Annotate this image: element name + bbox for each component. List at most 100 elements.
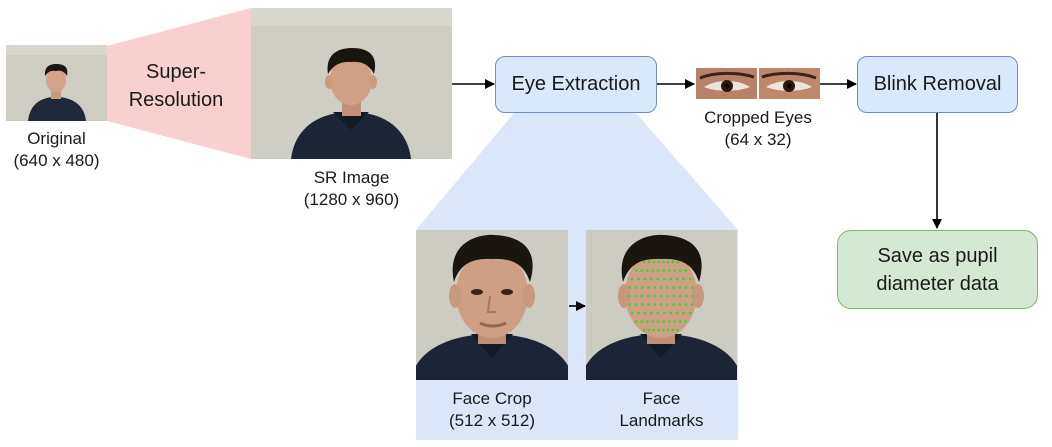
landmark-point [637,277,640,281]
landmark-point [652,260,656,264]
eye-extraction-box: Eye Extraction [495,56,657,113]
landmark-point [672,303,675,306]
landmark-point [684,269,687,272]
landmark-point [628,303,631,306]
landmark-point [666,328,670,332]
landmark-point [646,320,649,323]
landmark-point [676,328,680,332]
original-caption-title: Original [27,129,86,148]
landmark-point [650,311,653,315]
landmark-point [635,269,638,272]
face-crop-photo [416,230,568,380]
landmark-point [630,277,634,281]
landmark-point [666,260,670,264]
blink-removal-box: Blink Removal [857,56,1018,113]
landmark-point [678,320,682,323]
landmark-point [647,328,651,332]
landmark-point [657,260,660,264]
landmark-point [682,311,685,315]
landmark-point [640,294,644,298]
landmark-point [646,269,649,272]
save-pupil-data-line2: diameter data [876,272,999,295]
cropped-eyes-caption-title: Cropped Eyes [704,108,812,127]
landmark-point [653,303,656,306]
sr-image-caption-size: (1280 x 960) [303,190,400,209]
landmark-point [643,311,647,315]
landmark-point [643,277,647,281]
landmark-point [646,294,650,298]
landmark-point [653,286,656,289]
landmark-point [678,269,682,272]
super-resolution-line1: Super- [145,61,207,83]
landmark-point [650,277,653,281]
landmark-point [688,311,692,315]
landmark-point [640,303,644,306]
landmark-point [671,260,675,264]
landmark-point [662,277,666,281]
landmark-point [671,328,675,332]
landmark-point [684,320,687,323]
cropped-eyes-caption-size: (64 x 32) [724,130,792,149]
landmark-point [647,286,650,289]
landmark-point [684,303,688,306]
landmark-point [666,286,669,289]
landmark-point [635,320,638,323]
original-caption-size: (640 x 480) [13,151,100,170]
landmark-point [691,303,694,306]
landmark-point [669,311,672,315]
face-landmarks-caption: Face Landmarks [586,388,737,432]
landmark-point [656,277,660,281]
face-landmarks-caption-title: Face [642,389,681,408]
landmark-point [647,260,651,264]
landmark-point [672,286,675,289]
landmark-point [685,294,688,298]
save-pupil-data-line1: Save as pupil [877,244,998,267]
super-resolution-line2: Resolution [128,89,224,111]
landmark-point [634,294,637,298]
blink-removal-label: Blink Removal [873,73,1002,95]
landmark-point [666,303,669,306]
landmark-point [630,311,634,315]
landmark-point [662,311,666,315]
landmark-point [652,328,656,332]
landmark-point [666,294,669,298]
landmark-point [651,320,655,323]
cropped-right-eye [759,68,820,99]
landmark-point [662,328,665,332]
original-caption: Original (640 x 480) [6,128,107,172]
landmark-point [651,269,655,272]
landmark-point [662,320,665,323]
landmark-point [659,294,663,298]
landmark-point [662,269,665,272]
face-crop-caption-size: (512 x 512) [449,411,535,430]
cropped-eyes-caption: Cropped Eyes (64 x 32) [683,107,833,151]
face-crop-caption-title: Face Crop [452,389,532,408]
landmark-point [682,277,685,281]
landmark-point [656,311,660,315]
landmark-point [657,328,660,332]
landmark-point [678,294,682,298]
cropped-left-eye [696,68,757,99]
landmark-point [673,320,676,323]
super-resolution-label: Super- Resolution [106,58,246,114]
save-pupil-data-box: Save as pupil diameter data [837,230,1038,309]
landmark-point [678,303,682,306]
landmark-point [675,277,679,281]
landmark-point [673,269,676,272]
landmark-point [691,286,694,289]
landmark-point [669,277,672,281]
landmark-point [647,303,650,306]
landmark-point [688,277,692,281]
sr-image-caption: SR Image (1280 x 960) [251,167,452,211]
landmark-point [675,311,679,315]
original-photo [6,45,107,121]
landmark-point [676,260,680,264]
landmark-point [634,286,638,289]
landmark-point [627,294,631,298]
face-landmarks-photo [586,230,737,380]
landmark-point [637,311,640,315]
landmark-point [684,286,688,289]
sr-image-photo [251,8,452,159]
landmark-point [657,320,660,323]
face-crop-caption: Face Crop (512 x 512) [416,388,568,432]
